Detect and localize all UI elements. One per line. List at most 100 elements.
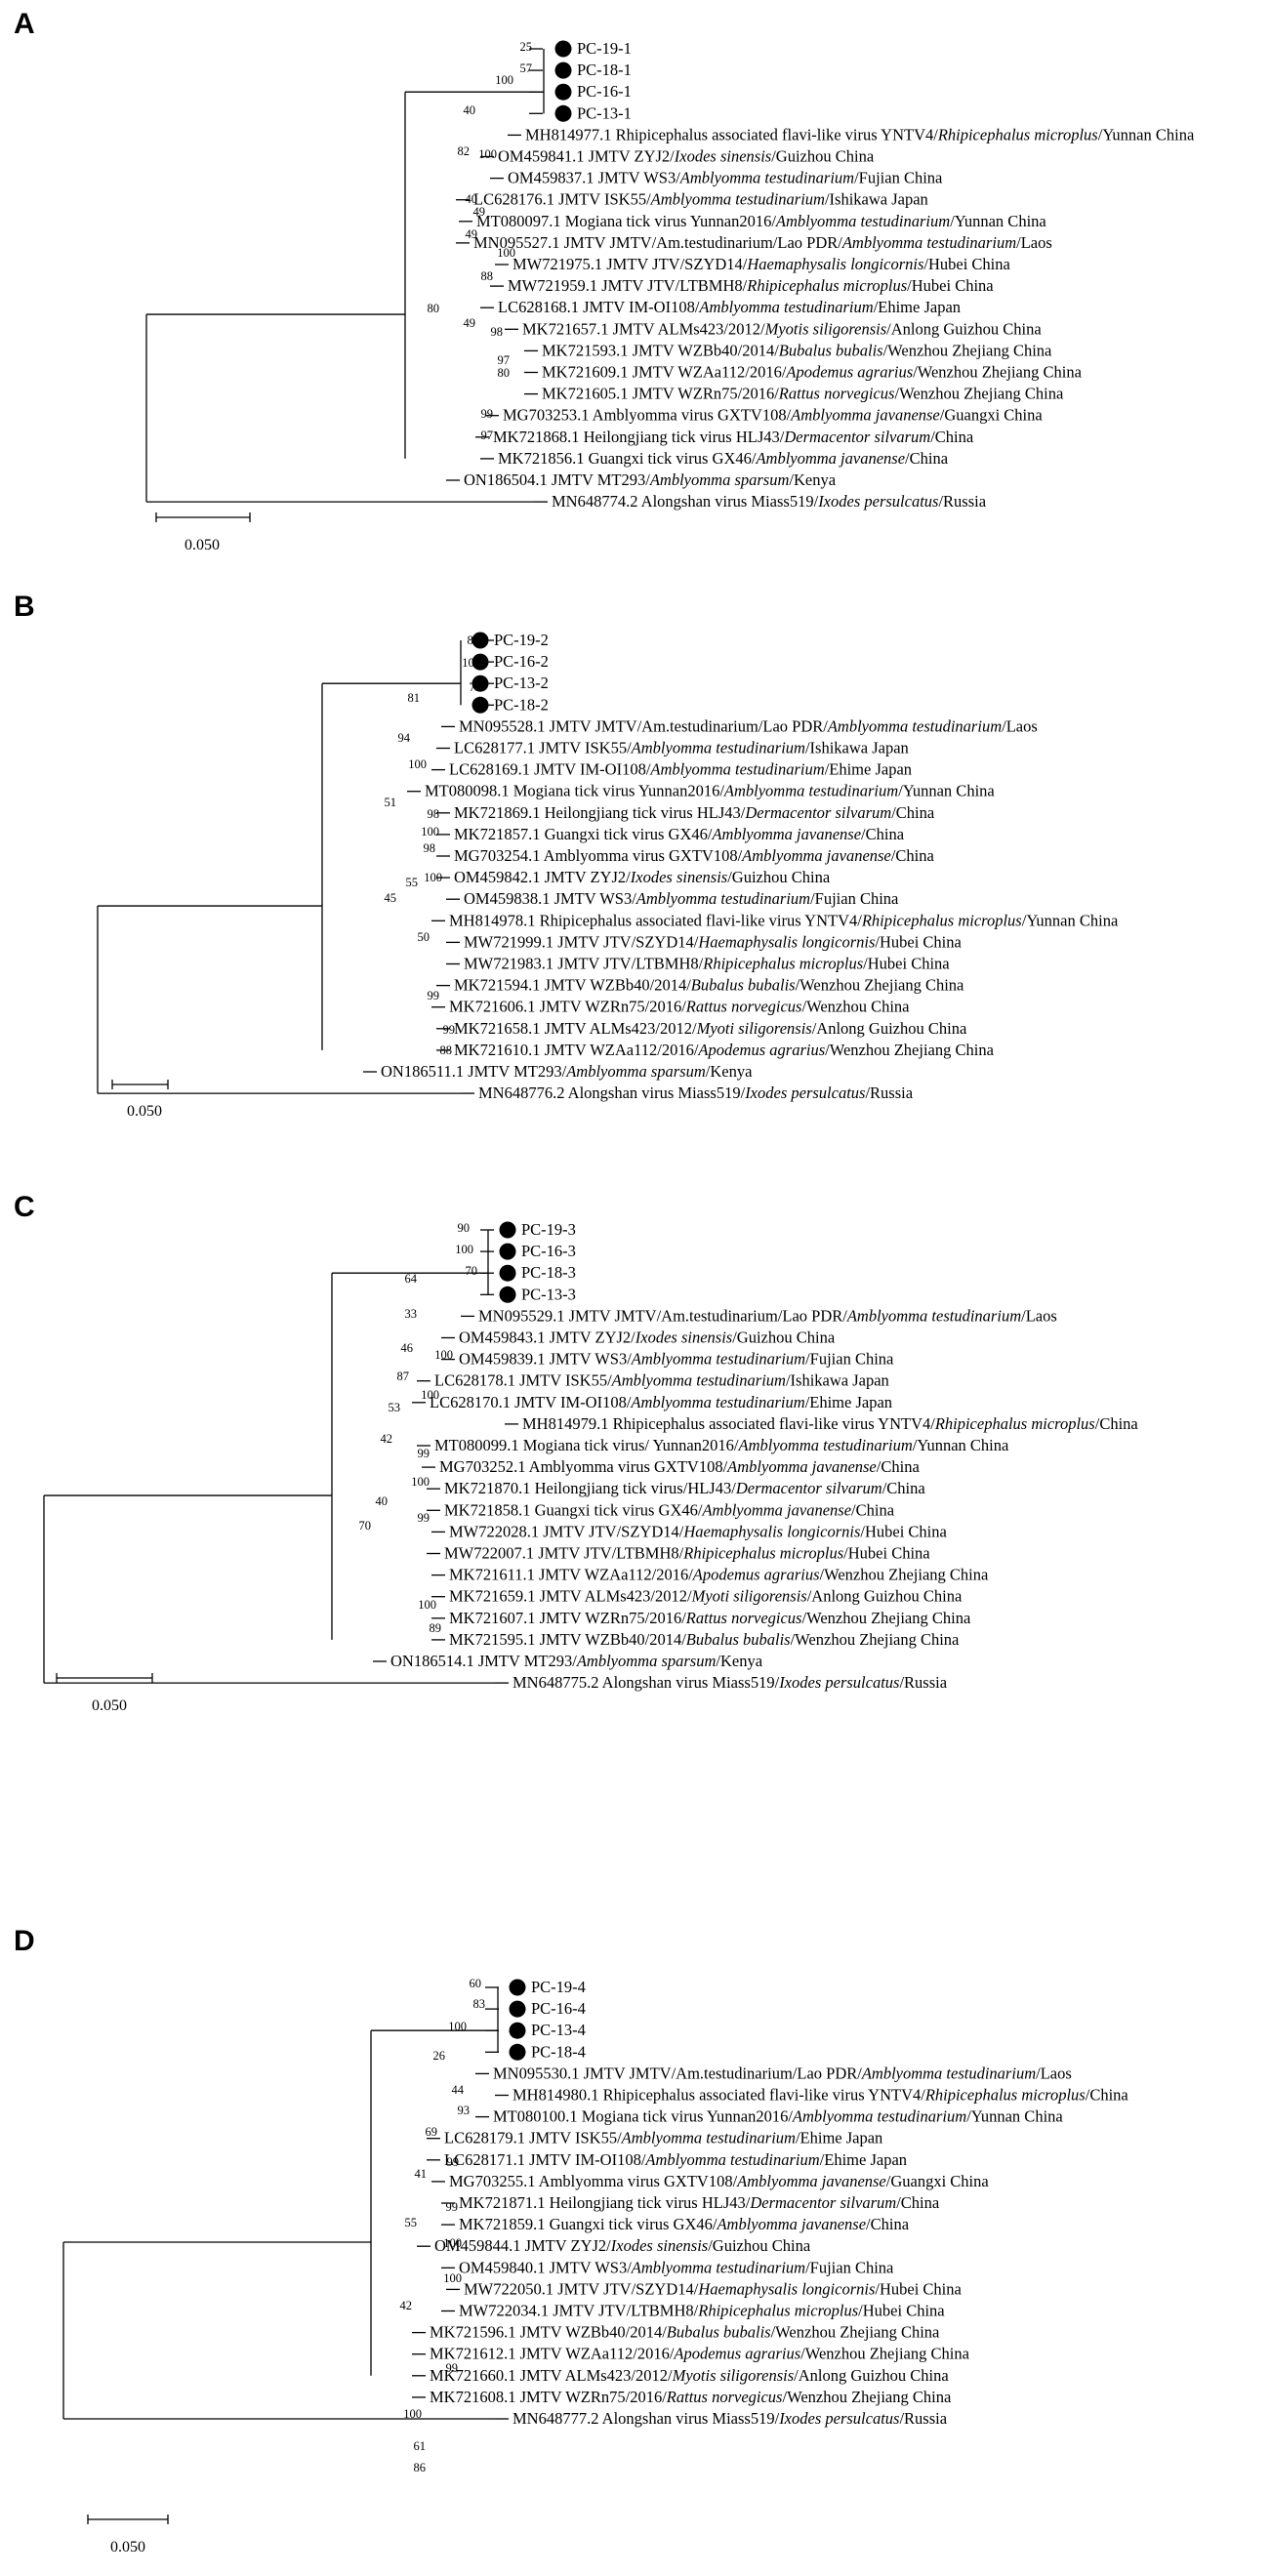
bootstrap-value: 88 xyxy=(440,1043,453,1057)
leaf-host: Ixodes sinensis xyxy=(635,1329,732,1347)
bootstrap-value: 97 xyxy=(481,429,494,442)
leaf-accession: MK721660.1 JMTV ALMs423/2012/ xyxy=(430,2366,673,2385)
panel-letter: A xyxy=(14,8,35,40)
leaf-accession: ON186514.1 JMTV MT293/ xyxy=(390,1652,577,1670)
leaf-accession: ON186504.1 JMTV MT293/ xyxy=(464,470,650,489)
bootstrap-value: 99 xyxy=(446,2361,459,2375)
leaf-accession: MK721657.1 JMTV ALMs423/2012/ xyxy=(522,319,765,338)
leaf-accession: MN095528.1 JMTV JMTV/Am.testudinarium/La… xyxy=(459,716,828,735)
leaf-accession: MK721595.1 JMTV WZBb40/2014/ xyxy=(449,1630,686,1649)
bootstrap-value: 100 xyxy=(408,757,427,771)
leaf-host: Ixodes persulcatus xyxy=(778,2409,899,2428)
leaf-label: LC628170.1 JMTV IM-OI108/Amblyomma testu… xyxy=(430,1393,892,1411)
leaf-host: Amblyomma testudinarium xyxy=(698,298,873,316)
bootstrap-value: 55 xyxy=(406,876,419,889)
leaf-host: Amblyomma testudinarium xyxy=(630,1393,804,1411)
sample-marker xyxy=(472,696,489,714)
leaf-place: /Anlong Guizhou China xyxy=(807,1587,963,1606)
bootstrap-value: 46 xyxy=(401,1341,414,1355)
leaf-place: /Ehime Japan xyxy=(825,760,912,779)
leaf-accession: MK721857.1 Guangxi tick virus GX46/ xyxy=(454,825,713,843)
bootstrap-value: 69 xyxy=(426,2125,438,2139)
leaf-host: Amblyomma javanense xyxy=(790,406,940,425)
leaf-label: PC-13-3 xyxy=(521,1285,576,1303)
leaf-host: Apodemus agrarius xyxy=(673,2345,800,2363)
leaf-label: MK721593.1 JMTV WZBb40/2014/Bubalus buba… xyxy=(542,341,1052,359)
tree-panel-c: CPC-19-3PC-16-3PC-18-3PC-13-3MN095529.1 … xyxy=(14,1191,1138,1714)
leaf-label: MG703252.1 Amblyomma virus GXTV108/Ambly… xyxy=(439,1457,920,1476)
bootstrap-value: 100 xyxy=(497,246,515,260)
leaf-label: MK721595.1 JMTV WZBb40/2014/Bubalus buba… xyxy=(449,1630,960,1649)
bootstrap-value: 100 xyxy=(421,1388,439,1402)
leaf-place: /Kenya xyxy=(789,470,836,489)
leaf-label: MK721612.1 JMTV WZAa112/2016/Apodemus ag… xyxy=(430,2345,970,2363)
leaf-place: /Guangxi China xyxy=(886,2172,990,2190)
leaf-host: Rhipicephalus microplus xyxy=(937,125,1098,143)
leaf-label: MK721611.1 JMTV WZAa112/2016/Apodemus ag… xyxy=(449,1566,989,1584)
leaf-place: /Ehime Japan xyxy=(805,1393,892,1411)
leaf-host: Amblyomma javanense xyxy=(701,1500,851,1519)
leaf-accession: MK721612.1 JMTV WZAa112/2016/ xyxy=(430,2345,675,2363)
bootstrap-value: 50 xyxy=(418,930,430,944)
leaf-place: /Yunnan China xyxy=(950,212,1046,230)
leaf-host: Amblyomma testudinarium xyxy=(738,1436,913,1454)
leaf-host: Amblyomma testudinarium xyxy=(644,2150,819,2169)
leaf-host: Dermacentor silvarum xyxy=(783,428,930,446)
leaf-place: /China xyxy=(891,803,935,822)
leaf-place: /China xyxy=(905,449,949,468)
leaf-label: MH814980.1 Rhipicephalus associated flav… xyxy=(512,2086,1128,2105)
bootstrap-value: 81 xyxy=(408,691,421,705)
leaf-accession: OM459843.1 JMTV ZYJ2/ xyxy=(459,1329,636,1347)
bootstrap-value: 90 xyxy=(458,1221,471,1235)
leaf-accession: MW722007.1 JMTV JTV/LTBMH8/ xyxy=(444,1544,684,1563)
leaf-host: Ixodes persulcatus xyxy=(778,1673,899,1692)
leaf-label: MN095530.1 JMTV JMTV/Am.testudinarium/La… xyxy=(493,2064,1072,2082)
bootstrap-value: 82 xyxy=(468,634,480,647)
leaf-label: MH814979.1 Rhipicephalus associated flav… xyxy=(522,1414,1138,1433)
leaf-accession: MN095527.1 JMTV JMTV/Am.testudinarium/La… xyxy=(473,233,842,252)
leaf-accession: MT080100.1 Mogiana tick virus Yunnan2016… xyxy=(493,2107,793,2126)
leaf-host: Amblyomma testudinarium xyxy=(861,2064,1036,2082)
leaf-label: PC-18-2 xyxy=(494,695,549,714)
leaf-host: Amblyomma sparsum xyxy=(565,1062,706,1081)
leaf-host: Haemaphysalis longicornis xyxy=(697,932,875,951)
bootstrap-value: 40 xyxy=(376,1494,389,1508)
leaf-accession: OM459838.1 JMTV WS3/ xyxy=(464,889,636,908)
leaf-accession: MK721594.1 JMTV WZBb40/2014/ xyxy=(454,976,691,995)
leaf-label: MK721606.1 JMTV WZRn75/2016/Rattus norve… xyxy=(449,998,910,1016)
scale-bar: 0.050 xyxy=(87,2515,169,2556)
leaf-accession: MK721869.1 Heilongjiang tick virus HLJ43… xyxy=(454,803,746,822)
leaf-place: /Anlong Guizhou China xyxy=(886,319,1042,338)
leaf-host: Amblyomma javanense xyxy=(736,2172,886,2190)
tree-panel-d: DPC-19-4PC-16-4PC-13-4PC-18-4MN095530.1 … xyxy=(14,1925,1128,2556)
bootstrap-value: 82 xyxy=(458,144,471,158)
leaf-host: Bubalus bubalis xyxy=(691,976,796,995)
leaf-place: /Anlong Guizhou China xyxy=(794,2366,949,2385)
leaf-label: MK721660.1 JMTV ALMs423/2012/Myotis sili… xyxy=(430,2366,949,2385)
leaf-place: /Hubei China xyxy=(875,932,962,951)
leaf-label: ON186514.1 JMTV MT293/Amblyomma sparsum/… xyxy=(390,1652,763,1670)
leaf-place: /Wenzhou Zhejiang China xyxy=(883,341,1052,359)
leaf-label: PC-18-3 xyxy=(521,1263,576,1282)
leaf-place: /Ehime Japan xyxy=(874,298,961,316)
leaf-label: LC628176.1 JMTV ISK55/Amblyomma testudin… xyxy=(473,190,928,209)
leaf-accession: OM459842.1 JMTV ZYJ2/ xyxy=(454,868,631,886)
leaf-host: Dermacentor silvarum xyxy=(744,803,891,822)
leaf-label: LC628171.1 JMTV IM-OI108/Amblyomma testu… xyxy=(444,2150,907,2169)
sample-marker xyxy=(472,653,489,671)
leaf-label: MK721608.1 JMTV WZRn75/2016/Rattus norve… xyxy=(430,2388,952,2406)
sample-marker xyxy=(472,632,489,649)
leaf-accession: OM459844.1 JMTV ZYJ2/ xyxy=(434,2236,611,2255)
bootstrap-value: 64 xyxy=(405,1272,418,1286)
leaf-place: /Hubei China xyxy=(860,1522,947,1540)
leaf-place: /Wenzhou Zhejiang China xyxy=(771,2323,940,2342)
leaf-accession: MN095529.1 JMTV JMTV/Am.testudinarium/La… xyxy=(478,1306,847,1325)
leaf-label: OM459843.1 JMTV ZYJ2/Ixodes sinensis/Gui… xyxy=(459,1329,836,1347)
leaf-place: /China xyxy=(1086,2086,1129,2105)
bootstrap-value: 40 xyxy=(466,192,478,206)
leaf-label: MK721594.1 JMTV WZBb40/2014/Bubalus buba… xyxy=(454,976,964,995)
leaf-label: PC-13-4 xyxy=(531,2021,586,2039)
leaf-label: OM459838.1 JMTV WS3/Amblyomma testudinar… xyxy=(464,889,899,908)
sample-marker xyxy=(554,83,572,101)
